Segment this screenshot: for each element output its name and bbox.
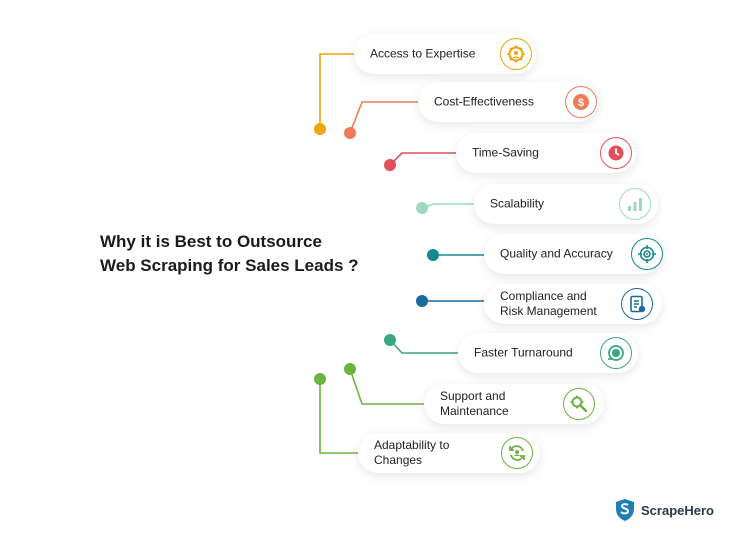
clock-icon xyxy=(600,137,632,169)
bar-chart-icon xyxy=(619,188,651,220)
connector-line xyxy=(349,101,418,134)
benefit-card: Quality and Accuracy xyxy=(484,234,663,274)
benefit-card: Access to Expertise xyxy=(354,34,536,74)
benefit-card: Time-Saving xyxy=(456,133,636,173)
connector-dot xyxy=(416,295,428,307)
connector-dot xyxy=(314,373,326,385)
benefit-label: Cost-Effectiveness xyxy=(434,94,534,109)
connector-dot xyxy=(314,123,326,135)
benefit-card: Faster Turnaround xyxy=(458,333,638,373)
benefit-card: Adaptability to Changes xyxy=(358,433,540,473)
target-icon xyxy=(631,238,663,270)
benefit-label: Scalability xyxy=(490,196,545,211)
connector-dot xyxy=(416,202,428,214)
document-check-icon xyxy=(621,288,653,320)
title-line-2: Web Scraping for Sales Leads ? xyxy=(100,256,359,275)
connector-dot xyxy=(384,334,396,346)
connector-line xyxy=(389,152,456,166)
brand-logo: ScrapeHero xyxy=(614,498,714,522)
gear-person-icon xyxy=(500,38,532,70)
benefit-label: Quality and Accuracy xyxy=(500,246,613,261)
shield-logo-icon xyxy=(616,499,634,521)
connector-dot xyxy=(344,127,356,139)
fast-clock-icon xyxy=(600,337,632,369)
benefit-card: Cost-Effectiveness $ xyxy=(418,82,598,122)
wrench-gear-icon xyxy=(563,388,595,420)
title-line-1: Why it is Best to Outsource xyxy=(100,232,322,251)
connector-line xyxy=(349,368,424,405)
benefit-label: Access to Expertise xyxy=(370,46,476,61)
connector-dot xyxy=(344,363,356,375)
benefit-card: Compliance and Risk Management xyxy=(484,284,662,324)
connector-dot xyxy=(427,249,439,261)
connector-line xyxy=(319,379,358,454)
refresh-person-icon xyxy=(501,437,533,469)
benefit-card: Support and Maintenance xyxy=(424,384,604,424)
benefit-label: Faster Turnaround xyxy=(474,345,573,360)
brand-name: ScrapeHero xyxy=(641,502,714,518)
infographic-title: Why it is Best to Outsource Web Scraping… xyxy=(100,230,400,278)
benefit-label: Adaptability to Changes xyxy=(374,438,450,467)
connector-line xyxy=(389,339,458,354)
benefit-label: Compliance and Risk Management xyxy=(500,289,597,318)
connector-line xyxy=(421,203,474,209)
svg-text:$: $ xyxy=(578,97,584,109)
connector-line xyxy=(319,53,354,129)
benefit-label: Time-Saving xyxy=(472,145,539,160)
connector-dot xyxy=(384,159,396,171)
dollar-coin-icon: $ xyxy=(565,86,597,118)
benefit-card: Scalability xyxy=(474,184,658,224)
benefit-label: Support and Maintenance xyxy=(440,389,509,418)
